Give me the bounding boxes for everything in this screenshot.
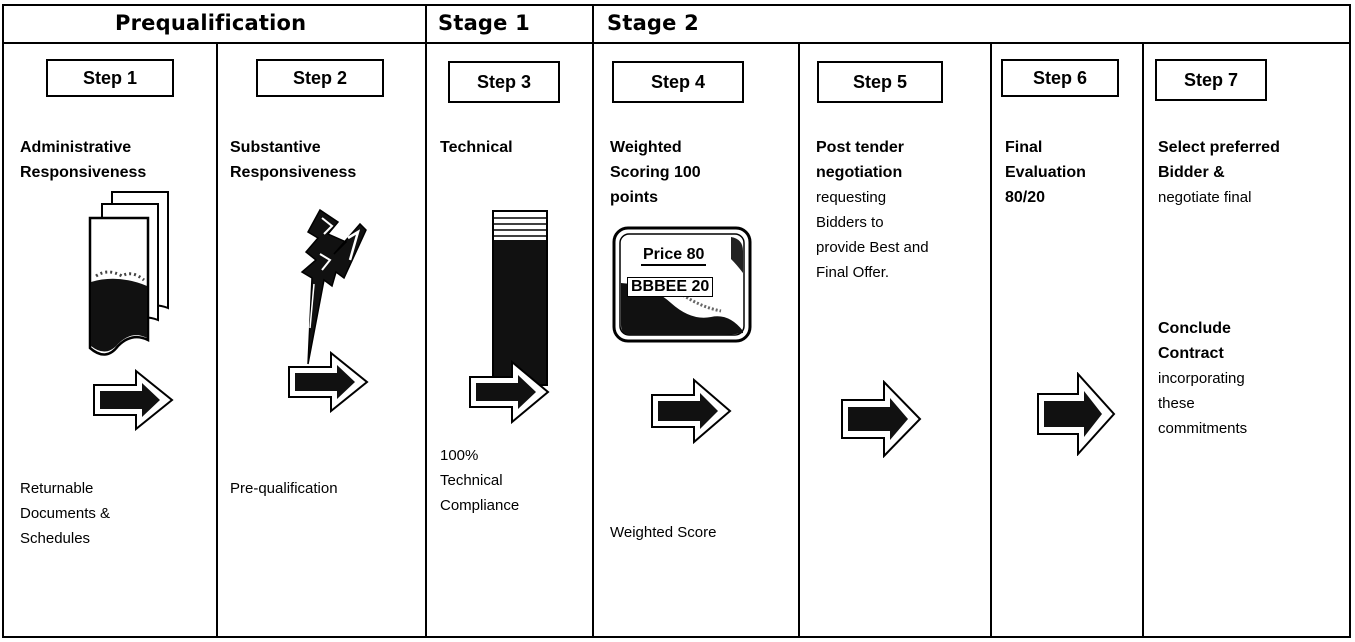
column-divider [425,4,427,638]
step-7-body: negotiate final [1158,189,1252,206]
stage-header-stage-2: Stage 2 [607,11,699,35]
column-divider [798,42,800,638]
column-divider [216,42,218,638]
score-card-price-label: Price 80 [641,246,707,266]
step-3-title: Technical [440,139,513,156]
right-arrow-icon [1037,372,1116,456]
step-5-box: Step 5 [817,61,943,103]
step-6-box: Step 6 [1001,59,1119,97]
step-2-title: Substantive Responsiveness [230,139,357,181]
step-6-title: Final Evaluation 80/20 [1005,139,1086,206]
step-1-title: Administrative Responsiveness [20,139,147,181]
right-arrow-icon [469,360,550,424]
column-divider [1142,42,1144,638]
step-5-body: requesting Bidders to provide Best and F… [816,189,929,281]
step-1-box: Step 1 [46,59,174,97]
process-table [2,4,1351,638]
step-3-bottom-text: 100% Technical Compliance [440,447,520,514]
lightning-icon [300,208,367,365]
column-icon [492,210,548,386]
step-4-bottom-text: Weighted Score [610,524,717,541]
right-arrow-icon [841,380,922,458]
header-divider [2,42,1351,44]
step-2-box: Step 2 [256,59,384,97]
step-7-title: Select preferred Bidder & [1158,139,1280,181]
step-4-title: Weighted Scoring 100 points [610,139,701,206]
step-7-box: Step 7 [1155,59,1267,101]
step-2-bottom-text: Pre-qualification [230,480,338,497]
column-divider [990,42,992,638]
step-7-conclude-title: Conclude Contract [1158,320,1231,362]
right-arrow-icon [651,378,732,444]
step-3-box: Step 3 [448,61,560,103]
stage-header-stage-1: Stage 1 [438,11,530,35]
score-card-bbbee-label: BBBEE 20 [627,277,714,297]
stage-header-prequalification: Prequalification [115,11,307,35]
right-arrow-icon [93,369,174,431]
column-divider [592,4,594,638]
step-1-bottom-text: Returnable Documents & Schedules [20,480,111,547]
right-arrow-icon [288,351,369,413]
step-5-title: Post tender negotiation [816,139,905,181]
documents-icon [88,191,169,356]
score-card-icon: Price 80 BBBEE 20 [611,225,753,344]
step-7-conclude-body: incorporating these commitments [1158,370,1248,437]
step-4-box: Step 4 [612,61,744,103]
